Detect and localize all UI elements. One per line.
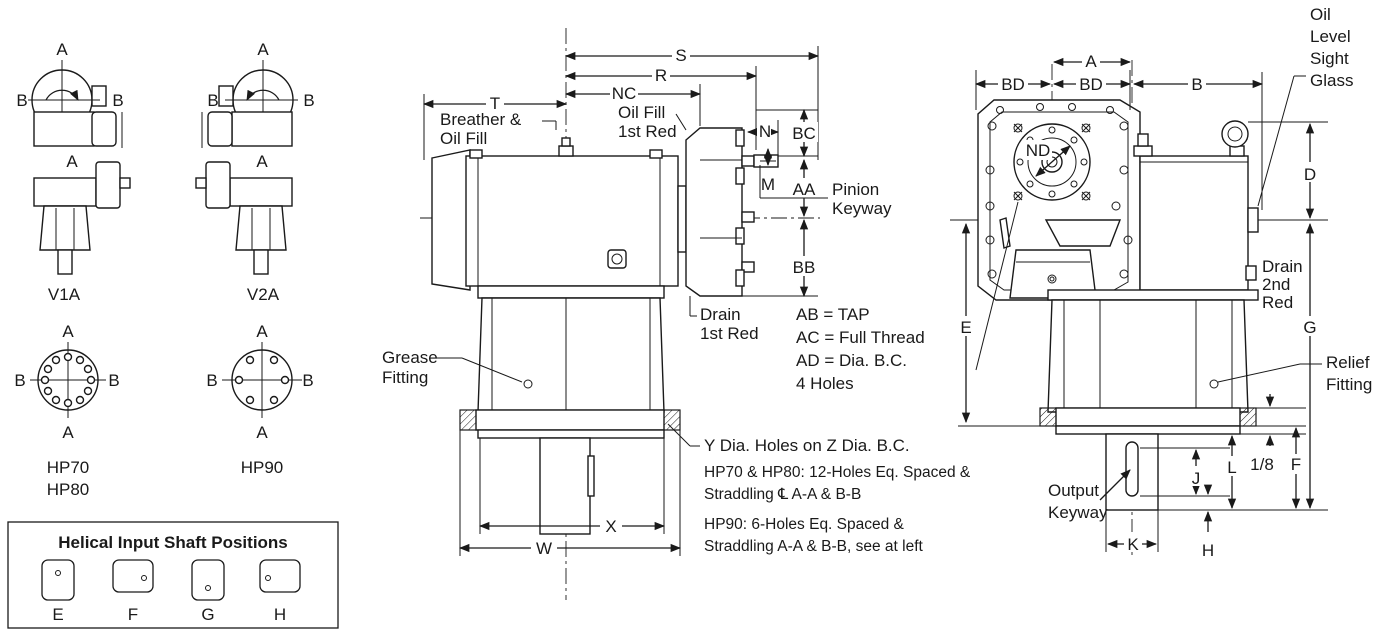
label-grease-2: Fitting bbox=[382, 368, 428, 387]
hole-note-3: Straddling ℄ A-A & B-B bbox=[704, 486, 861, 503]
position-e: E bbox=[52, 605, 63, 624]
position-f: F bbox=[128, 605, 138, 624]
dim-l: L bbox=[1227, 458, 1236, 477]
dim-j: J bbox=[1192, 469, 1201, 488]
label-sight-4: Glass bbox=[1310, 71, 1353, 90]
label-drain-2: 1st Red bbox=[700, 324, 759, 343]
dim-b: B bbox=[1191, 75, 1202, 94]
dim-e: E bbox=[960, 318, 971, 337]
dim-bb: BB bbox=[793, 258, 816, 277]
hp80-name: HP80 bbox=[47, 480, 90, 499]
dim-m: M bbox=[761, 175, 775, 194]
hp70-label-left: B bbox=[14, 371, 25, 390]
dim-k: K bbox=[1127, 535, 1139, 554]
hp70-label-bottom: A bbox=[62, 423, 74, 442]
view-v2a: A B B A V2A bbox=[195, 40, 315, 304]
label-relief-1: Relief bbox=[1326, 353, 1370, 372]
label-pinion-1: Pinion bbox=[832, 180, 879, 199]
v1a-name: V1A bbox=[48, 285, 81, 304]
hole-note-1: Y Dia. Holes on Z Dia. B.C. bbox=[704, 436, 910, 455]
dim-bd-2: BD bbox=[1079, 75, 1103, 94]
label-sight-3: Sight bbox=[1310, 49, 1349, 68]
hole-note-2: HP70 & HP80: 12-Holes Eq. Spaced & bbox=[704, 464, 971, 481]
label-sight-2: Level bbox=[1310, 27, 1351, 46]
label-pinion-2: Keyway bbox=[832, 199, 892, 218]
hole-note-5: Straddling A-A & B-B, see at left bbox=[704, 538, 924, 555]
hp70-label-right: B bbox=[108, 371, 119, 390]
label-grease-1: Grease bbox=[382, 348, 438, 367]
label-drain-2nd-3: Red bbox=[1262, 293, 1293, 312]
position-h: H bbox=[274, 605, 286, 624]
view-hp90: A B B A HP90 bbox=[206, 322, 313, 477]
dim-bc: BC bbox=[792, 124, 816, 143]
front-view: S R NC T N M BC AA BB bbox=[382, 28, 971, 600]
v2a-label-left: B bbox=[207, 91, 218, 110]
dim-h: H bbox=[1202, 541, 1214, 560]
v1a-label-right: B bbox=[112, 91, 123, 110]
label-relief-2: Fitting bbox=[1326, 375, 1372, 394]
label-drain-2nd-2: 2nd bbox=[1262, 275, 1290, 294]
dim-nd: ND bbox=[1026, 141, 1051, 160]
label-breather-2: Oil Fill bbox=[440, 129, 487, 148]
tap-note-1: AB = TAP bbox=[796, 305, 870, 324]
dim-r: R bbox=[655, 66, 667, 85]
hp70-label-top: A bbox=[62, 322, 74, 341]
view-v1a: A B B A V1A bbox=[16, 40, 131, 304]
label-drain-1: Drain bbox=[700, 305, 741, 324]
tap-note-4: 4 Holes bbox=[796, 374, 854, 393]
label-oilfill-2: 1st Red bbox=[618, 122, 677, 141]
label-drain-2nd-1: Drain bbox=[1262, 257, 1303, 276]
label-breather-1: Breather & bbox=[440, 110, 522, 129]
hp90-name: HP90 bbox=[241, 458, 284, 477]
hp90-label-right: B bbox=[302, 371, 313, 390]
label-sight-1: Oil bbox=[1310, 5, 1331, 24]
position-g: G bbox=[201, 605, 214, 624]
label-output-1: Output bbox=[1048, 481, 1099, 500]
dim-f: F bbox=[1291, 455, 1301, 474]
dim-n: N bbox=[759, 122, 771, 141]
dim-g: G bbox=[1303, 318, 1316, 337]
dim-nc: NC bbox=[612, 84, 637, 103]
dim-a: A bbox=[1085, 52, 1097, 71]
hp90-label-bottom: A bbox=[256, 423, 268, 442]
dim-bd-1: BD bbox=[1001, 75, 1025, 94]
tap-note-2: AC = Full Thread bbox=[796, 328, 925, 347]
v1a-label-top: A bbox=[56, 40, 68, 59]
dim-d: D bbox=[1304, 165, 1316, 184]
dim-one-eighth: 1/8 bbox=[1250, 455, 1274, 474]
v2a-name: V2A bbox=[247, 285, 280, 304]
positions-title: Helical Input Shaft Positions bbox=[58, 533, 288, 552]
view-hp70-hp80: A B B A HP70 HP80 bbox=[14, 322, 119, 499]
end-view: BD BD A B ND D G E bbox=[950, 5, 1372, 560]
positions-box: Helical Input Shaft Positions E F G H bbox=[7, 521, 339, 629]
v2a-label-mid: A bbox=[256, 152, 268, 171]
v1a-label-left: B bbox=[16, 91, 27, 110]
hp90-label-left: B bbox=[206, 371, 217, 390]
hole-note-4: HP90: 6-Holes Eq. Spaced & bbox=[704, 516, 905, 533]
dim-t: T bbox=[490, 94, 500, 113]
dim-aa: AA bbox=[793, 180, 816, 199]
dim-w: W bbox=[536, 539, 552, 558]
label-oilfill-1: Oil Fill bbox=[618, 103, 665, 122]
v2a-label-right: B bbox=[303, 91, 314, 110]
tap-note-3: AD = Dia. B.C. bbox=[796, 351, 907, 370]
label-output-2: Keyway bbox=[1048, 503, 1108, 522]
dim-s: S bbox=[675, 46, 686, 65]
v1a-label-mid: A bbox=[66, 152, 78, 171]
hp70-name: HP70 bbox=[47, 458, 90, 477]
hp90-label-top: A bbox=[256, 322, 268, 341]
v2a-label-top: A bbox=[257, 40, 269, 59]
dim-x: X bbox=[605, 517, 616, 536]
